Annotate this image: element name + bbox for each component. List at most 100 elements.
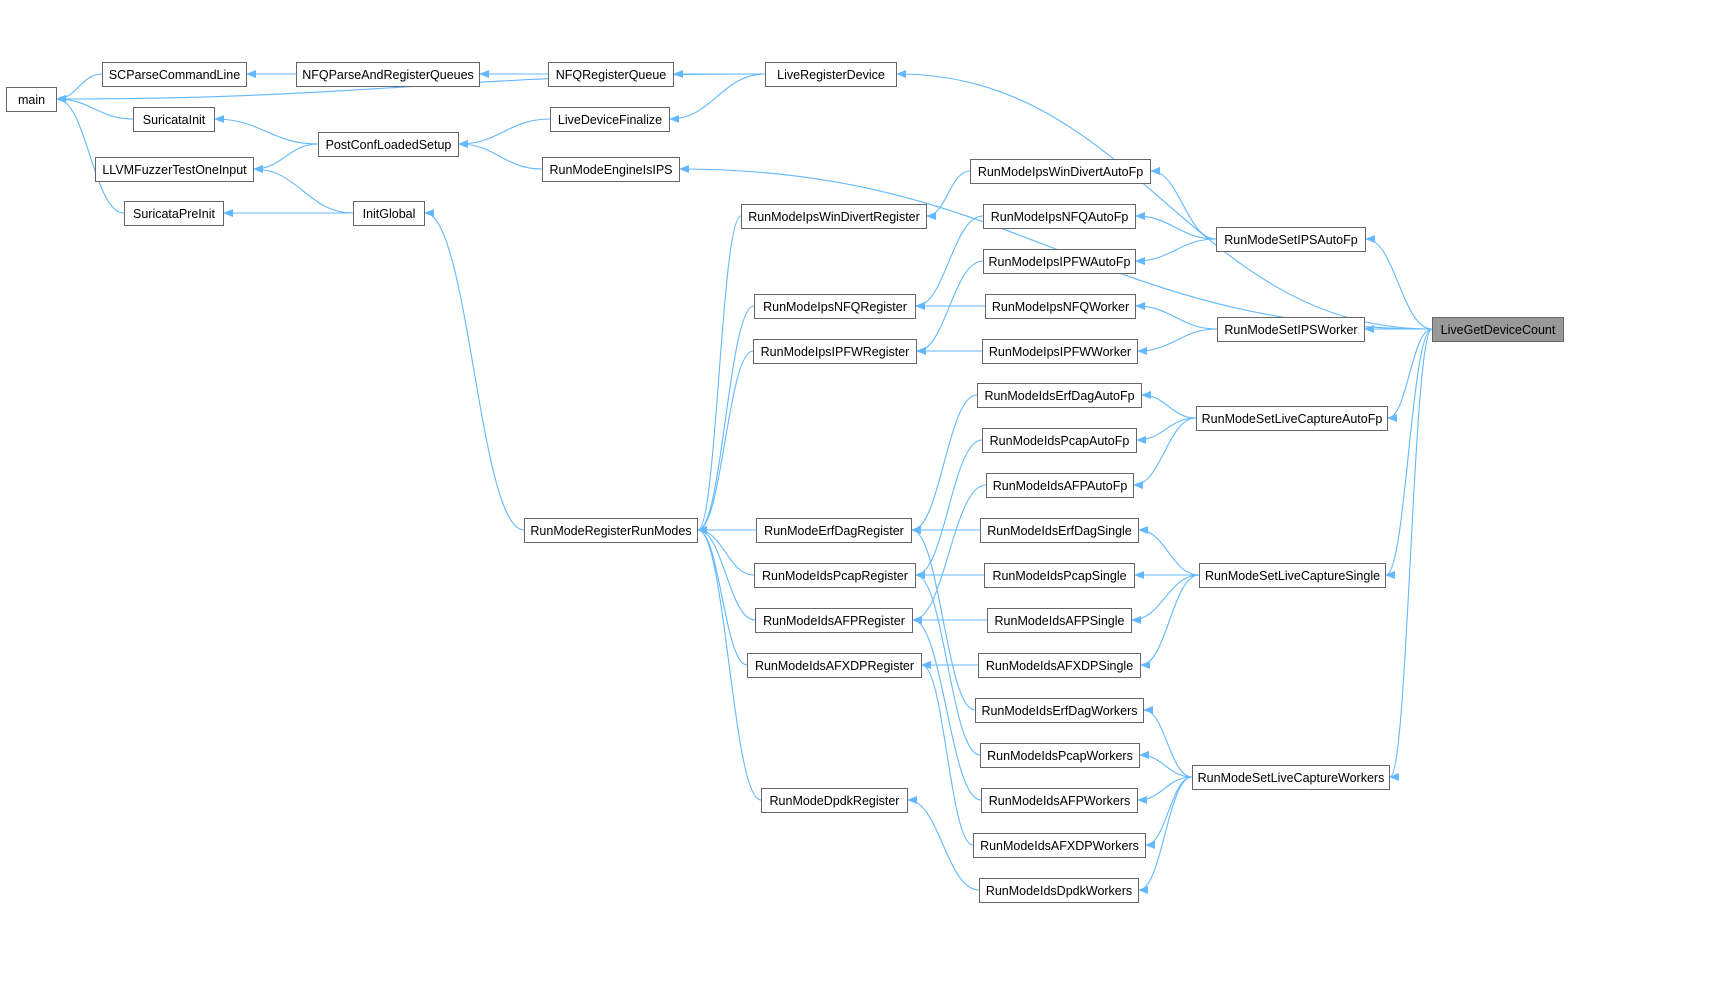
node-engineips[interactable]: RunModeEngineIsIPS bbox=[542, 157, 680, 182]
node-pcapauto[interactable]: RunModeIdsPcapAutoFp bbox=[982, 428, 1137, 453]
edge-engineips-to-postconf bbox=[458, 140, 543, 170]
node-postconf[interactable]: PostConfLoadedSetup bbox=[318, 132, 459, 157]
node-label: RunModeIpsIPFWRegister bbox=[761, 345, 910, 359]
node-label: RunModeIdsAFPAutoFp bbox=[993, 479, 1128, 493]
node-initglobal[interactable]: InitGlobal bbox=[353, 201, 425, 226]
node-target[interactable]: LiveGetDeviceCount bbox=[1432, 317, 1564, 342]
node-box bbox=[353, 201, 425, 226]
node-erfreg[interactable]: RunModeErfDagRegister bbox=[756, 518, 912, 543]
node-label: RunModeIpsIPFWWorker bbox=[989, 345, 1131, 359]
node-label: SuricataInit bbox=[143, 113, 206, 127]
node-dpdkworkers[interactable]: RunModeIdsDpdkWorkers bbox=[979, 878, 1139, 903]
edge-windivreg-to-regrunmodes bbox=[697, 215, 742, 534]
edge-target-to-setlivesingle bbox=[1385, 328, 1433, 579]
node-label: RunModeIdsAFXDPSingle bbox=[986, 659, 1133, 673]
node-label: main bbox=[18, 93, 45, 107]
node-label: NFQParseAndRegisterQueues bbox=[302, 68, 474, 82]
node-afxdpreg[interactable]: RunModeIdsAFXDPRegister bbox=[747, 653, 922, 678]
node-box bbox=[1216, 227, 1366, 252]
node-scparse[interactable]: SCParseCommandLine bbox=[102, 62, 247, 87]
edge-nfqregister-to-regrunmodes bbox=[697, 305, 755, 534]
node-regrunmodes[interactable]: RunModeRegisterRunModes bbox=[524, 518, 698, 543]
node-box bbox=[1432, 317, 1564, 342]
node-afpsingle[interactable]: RunModeIdsAFPSingle bbox=[987, 608, 1132, 633]
node-pcapreg[interactable]: RunModeIdsPcapRegister bbox=[754, 563, 916, 588]
edge-setliveworkers-to-afxdpworkers bbox=[1145, 776, 1193, 849]
node-livereg[interactable]: LiveRegisterDevice bbox=[765, 62, 897, 87]
node-suricatainit[interactable]: SuricataInit bbox=[133, 107, 215, 132]
edge-windivauto-to-windivreg bbox=[926, 170, 971, 220]
node-preinit[interactable]: SuricataPreInit bbox=[124, 201, 224, 226]
edge-postconf-to-llvm bbox=[253, 143, 319, 173]
node-ipfwauto[interactable]: RunModeIpsIPFWAutoFp bbox=[983, 249, 1136, 274]
node-pcapsingle[interactable]: RunModeIdsPcapSingle bbox=[984, 563, 1135, 588]
node-nfqregister[interactable]: RunModeIpsNFQRegister bbox=[754, 294, 916, 319]
node-box bbox=[754, 294, 916, 319]
node-label: RunModeIpsWinDivertRegister bbox=[748, 210, 920, 224]
node-setliveauto[interactable]: RunModeSetLiveCaptureAutoFp bbox=[1196, 406, 1388, 431]
node-erfauto[interactable]: RunModeIdsErfDagAutoFp bbox=[977, 383, 1142, 408]
node-nfqauto[interactable]: RunModeIpsNFQAutoFp bbox=[983, 204, 1136, 229]
node-label: RunModeIdsPcapRegister bbox=[762, 569, 908, 583]
node-ipfwworker[interactable]: RunModeIpsIPFWWorker bbox=[982, 339, 1138, 364]
node-label: RunModeIdsPcapSingle bbox=[992, 569, 1126, 583]
node-box bbox=[542, 157, 680, 182]
node-main[interactable]: main bbox=[6, 87, 57, 112]
node-label: LiveDeviceFinalize bbox=[558, 113, 662, 127]
node-box bbox=[975, 698, 1144, 723]
node-afxdpworkers[interactable]: RunModeIdsAFXDPWorkers bbox=[973, 833, 1146, 858]
node-erfsingle[interactable]: RunModeIdsErfDagSingle bbox=[980, 518, 1139, 543]
edge-preinit-to-main bbox=[56, 95, 125, 214]
node-box bbox=[987, 608, 1132, 633]
node-afpworkers[interactable]: RunModeIdsAFPWorkers bbox=[981, 788, 1138, 813]
node-label: RunModeIdsPcapWorkers bbox=[987, 749, 1133, 763]
node-box bbox=[982, 339, 1138, 364]
node-afpreg[interactable]: RunModeIdsAFPRegister bbox=[755, 608, 913, 633]
node-afxdpsingle[interactable]: RunModeIdsAFXDPSingle bbox=[978, 653, 1141, 678]
node-ipfwregister[interactable]: RunModeIpsIPFWRegister bbox=[753, 339, 917, 364]
node-nfqreg[interactable]: NFQRegisterQueue bbox=[548, 62, 674, 87]
node-setipsworker[interactable]: RunModeSetIPSWorker bbox=[1217, 317, 1365, 342]
node-label: PostConfLoadedSetup bbox=[326, 138, 452, 152]
node-llvm[interactable]: LLVMFuzzerTestOneInput bbox=[95, 157, 254, 182]
node-windivauto[interactable]: RunModeIpsWinDivertAutoFp bbox=[970, 159, 1151, 184]
edge-setlivesingle-to-afxdpsingle bbox=[1140, 574, 1200, 669]
edge-target-to-livereg bbox=[896, 70, 1433, 330]
edge-setipsworker-to-ipfwworker bbox=[1137, 328, 1218, 355]
edge-pcapauto-to-pcapreg bbox=[915, 439, 983, 579]
edge-setlivesingle-to-erfsingle bbox=[1138, 526, 1200, 576]
node-livefin[interactable]: LiveDeviceFinalize bbox=[550, 107, 670, 132]
edge-setlivesingle-to-afpsingle bbox=[1131, 574, 1200, 624]
node-box bbox=[102, 62, 247, 87]
node-box bbox=[1199, 563, 1386, 588]
node-pcapworkers[interactable]: RunModeIdsPcapWorkers bbox=[980, 743, 1140, 768]
node-erfworkers[interactable]: RunModeIdsErfDagWorkers bbox=[975, 698, 1144, 723]
node-box bbox=[296, 62, 480, 87]
edge-target-to-setliveworkers bbox=[1389, 328, 1433, 781]
node-label: RunModeRegisterRunModes bbox=[530, 524, 691, 538]
edge-dpdkreg-to-regrunmodes bbox=[697, 526, 762, 801]
node-nfqworker[interactable]: RunModeIpsNFQWorker bbox=[985, 294, 1136, 319]
node-box bbox=[133, 107, 215, 132]
node-afpauto[interactable]: RunModeIdsAFPAutoFp bbox=[986, 473, 1134, 498]
node-label: RunModeIdsAFPWorkers bbox=[989, 794, 1131, 808]
edge-regrunmodes-to-initglobal bbox=[424, 209, 525, 531]
node-label: RunModeIdsErfDagWorkers bbox=[981, 704, 1137, 718]
node-box bbox=[982, 428, 1137, 453]
node-label: RunModeIdsErfDagAutoFp bbox=[984, 389, 1134, 403]
node-setliveworkers[interactable]: RunModeSetLiveCaptureWorkers bbox=[1192, 765, 1390, 790]
node-nfqpar[interactable]: NFQParseAndRegisterQueues bbox=[296, 62, 480, 87]
node-box bbox=[980, 518, 1139, 543]
node-setlivesingle[interactable]: RunModeSetLiveCaptureSingle bbox=[1199, 563, 1386, 588]
node-box bbox=[765, 62, 897, 87]
node-box bbox=[983, 249, 1136, 274]
node-setipsauto[interactable]: RunModeSetIPSAutoFp bbox=[1216, 227, 1366, 252]
edge-afpreg-to-regrunmodes bbox=[697, 526, 756, 621]
node-box bbox=[6, 87, 57, 112]
edge-ipfwregister-to-regrunmodes bbox=[697, 350, 754, 534]
node-windivreg[interactable]: RunModeIpsWinDivertRegister bbox=[741, 204, 927, 229]
node-dpdkreg[interactable]: RunModeDpdkRegister bbox=[761, 788, 908, 813]
edge-afpworkers-to-afpreg bbox=[912, 616, 982, 801]
node-label: RunModeIdsAFPSingle bbox=[995, 614, 1125, 628]
node-label: NFQRegisterQueue bbox=[556, 68, 667, 82]
